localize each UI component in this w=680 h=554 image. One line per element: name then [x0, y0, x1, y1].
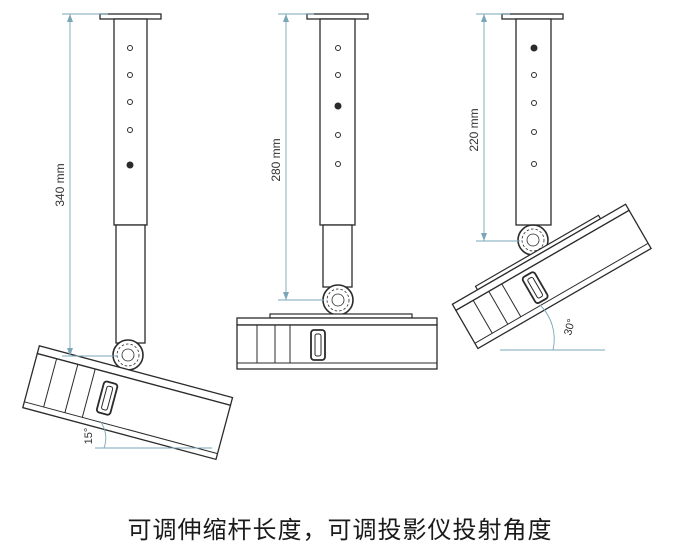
- tilt-label-3: 30°: [562, 318, 578, 337]
- length-label-2: 280 mm: [269, 138, 283, 181]
- tilt-label-1: 15°: [83, 428, 95, 445]
- ceiling-plate-1: [99, 13, 162, 20]
- ceiling-plate-2: [306, 13, 369, 20]
- inner-tube-2: [322, 224, 353, 288]
- adjust-holes-1: [126, 45, 134, 169]
- projector-tray-1: [21, 345, 234, 461]
- pivot-knob-2: [322, 284, 354, 316]
- adjust-holes-3: [530, 44, 538, 167]
- length-label-1: 340 mm: [53, 163, 67, 206]
- mount-280: 280 mm: [236, 13, 438, 370]
- dimension-line-2: [278, 13, 324, 301]
- mount-340: 340 mm 15°: [21, 13, 234, 461]
- tray-slot-3: [521, 271, 549, 304]
- mount-diagram: 340 mm 15°: [21, 13, 652, 461]
- tilt-angle-3: [500, 304, 605, 351]
- dimension-line-3: [476, 13, 520, 242]
- dimension-line-1: [62, 13, 118, 357]
- ceiling-plate-3: [501, 13, 564, 20]
- tilt-angle-1: [95, 420, 212, 449]
- projector-tray-2: [236, 313, 438, 370]
- mount-220: 220 mm 30°: [451, 13, 652, 351]
- outer-tube-3: [515, 18, 552, 226]
- outer-tube-2: [319, 18, 356, 226]
- outer-tube-1: [113, 18, 148, 226]
- pivot-knob-1: [112, 339, 144, 371]
- inner-tube-1: [115, 224, 146, 344]
- caption: 可调伸缩杆长度，可调投影仪投射角度: [127, 516, 553, 544]
- projector-tray-3: [451, 203, 652, 350]
- length-label-3: 220 mm: [467, 108, 481, 151]
- adjust-holes-2: [334, 45, 342, 167]
